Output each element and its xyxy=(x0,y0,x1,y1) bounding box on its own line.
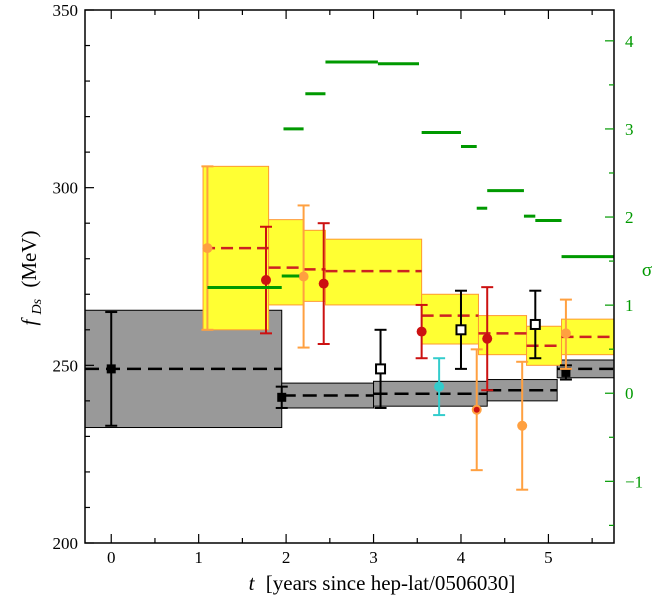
y-axis-var: f xyxy=(17,317,41,326)
sigma-tick-label: 0 xyxy=(625,384,634,403)
filled-square-marker xyxy=(561,367,571,377)
y-tick-label: 250 xyxy=(53,356,79,375)
circle-marker xyxy=(434,381,445,392)
y-tick-label: 300 xyxy=(53,179,79,198)
sigma-tick-label: 1 xyxy=(625,296,634,315)
y-tick-label: 350 xyxy=(53,1,79,20)
plot-frame xyxy=(84,9,615,544)
sigma-axis-ticks: −1 0 1 2 3 4 xyxy=(605,32,643,526)
x-tick-label: 4 xyxy=(457,548,466,567)
x-axis-ticks: 0 1 2 3 4 5 xyxy=(107,10,593,567)
sigma-tick-label: 4 xyxy=(625,32,634,51)
sigma-tick-label: 2 xyxy=(625,208,634,227)
sigma-tick-label: −1 xyxy=(625,472,643,491)
circle-marker xyxy=(318,278,329,289)
x-tick-label: 5 xyxy=(544,548,553,567)
x-axis-label: [years since hep-lat/0506030] xyxy=(266,571,516,595)
sigma-tick-label: 3 xyxy=(625,120,634,139)
circle-marker xyxy=(202,243,213,254)
small-circle-marker xyxy=(473,406,480,413)
y-axis-title: f Ds (MeV) xyxy=(17,230,46,325)
filled-square-marker xyxy=(277,392,287,402)
filled-square-marker xyxy=(106,364,116,374)
sigma-segments-layer xyxy=(207,60,614,290)
experiment-band-segment xyxy=(268,219,305,306)
data-points-layer xyxy=(105,165,572,491)
open-square-marker xyxy=(529,318,541,330)
x-tick-label: 1 xyxy=(194,548,203,567)
x-tick-label: 3 xyxy=(369,548,378,567)
circle-marker xyxy=(482,333,493,344)
open-square-marker xyxy=(375,363,387,375)
experiment-band-segment xyxy=(303,229,326,302)
y-tick-label: 200 xyxy=(53,534,79,553)
sigma-axis-title: σ xyxy=(642,260,652,281)
x-tick-label: 0 xyxy=(107,548,116,567)
circle-marker xyxy=(298,271,309,282)
circle-marker xyxy=(517,420,528,431)
y-axis-subscript: Ds xyxy=(30,298,45,315)
x-axis-var: t xyxy=(249,571,256,595)
open-square-marker xyxy=(455,324,467,336)
bands-layer xyxy=(84,165,615,429)
y-axis-ticks: 200 250 300 350 xyxy=(53,1,94,553)
experiment-band-segment xyxy=(421,293,479,345)
x-axis-title: t [years since hep-lat/0506030] xyxy=(249,571,516,595)
circle-marker xyxy=(560,328,571,339)
circle-marker xyxy=(416,326,427,337)
y-axis-unit: (MeV) xyxy=(17,230,41,287)
circle-marker xyxy=(260,275,271,286)
x-tick-label: 2 xyxy=(282,548,291,567)
